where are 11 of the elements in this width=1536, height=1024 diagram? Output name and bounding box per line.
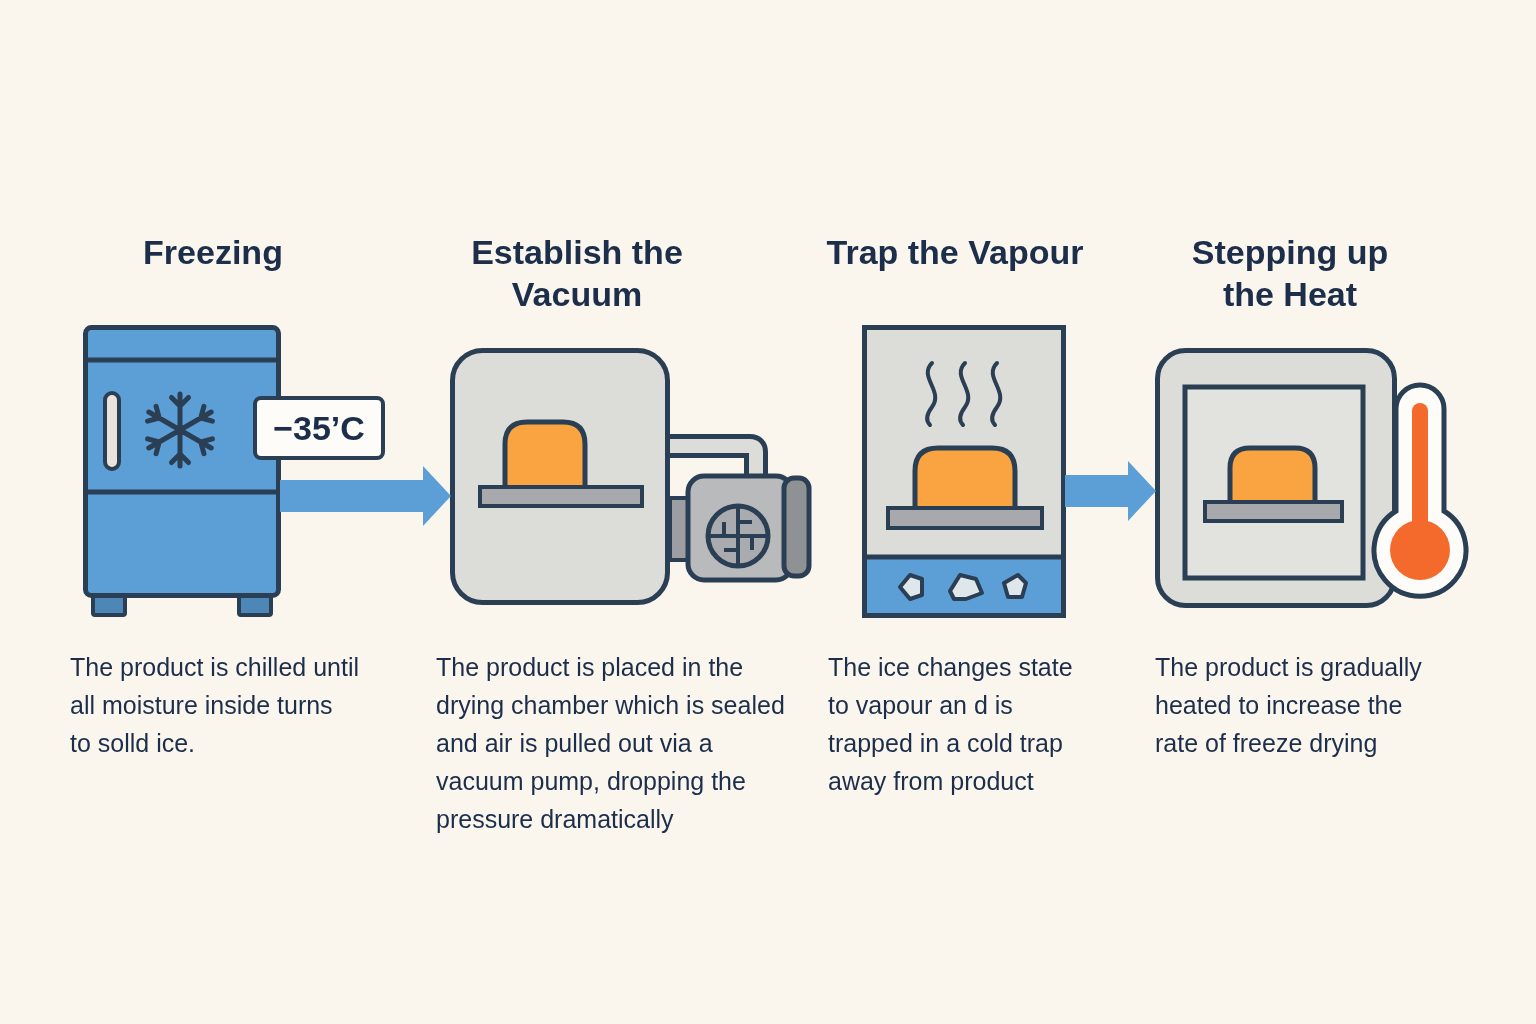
arrow	[280, 466, 451, 526]
step-description: The product is chilled until all moisture inside turns to solld ice.	[70, 652, 360, 759]
step-heading: Freezing	[142, 232, 284, 273]
temperature-tag: −35’C	[253, 396, 385, 460]
step-description: The product is gradually heated to increase the rate of freeze drying	[1155, 652, 1423, 759]
step-description: The product is placed in the drying chamber which is sealed and air is pulled out via a vacuum pump, dropping the pressure dramatically	[436, 652, 786, 835]
step-heading: Establish the Vacuum	[470, 232, 684, 315]
arrow	[1065, 461, 1156, 521]
step-heading: Trap the Vapour	[825, 232, 1085, 273]
step-heading: Stepping up the Heat	[1190, 232, 1390, 315]
step-description: The ice changes state to vapour an d is trapped in a cold trap away from product	[828, 652, 1074, 797]
